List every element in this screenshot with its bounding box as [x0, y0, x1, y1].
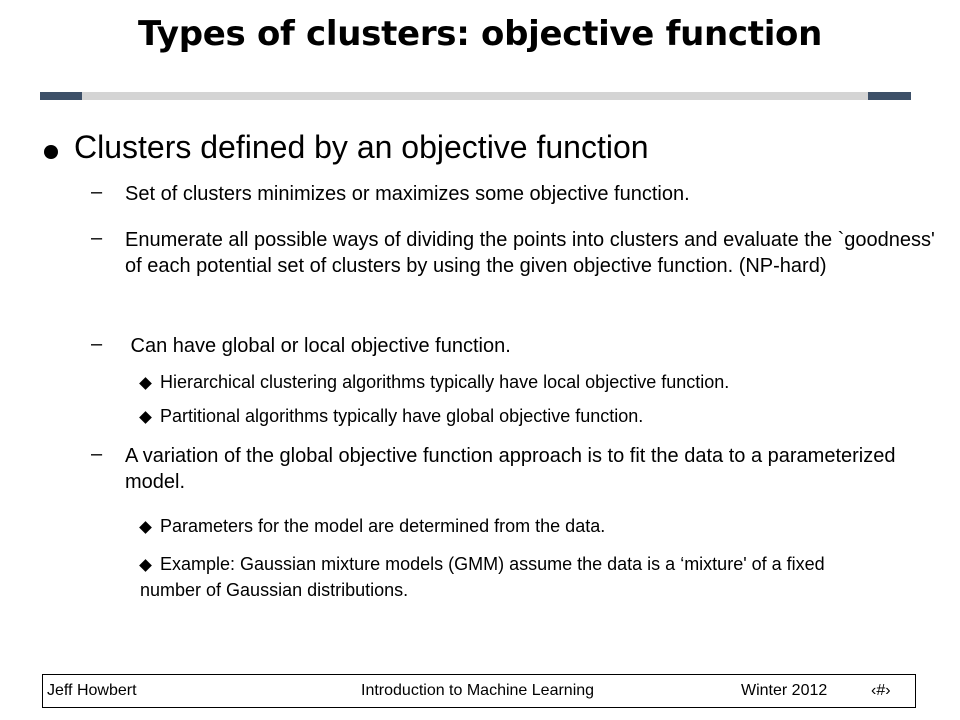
bullet-dot-icon: [44, 145, 58, 159]
footer-author: Jeff Howbert: [47, 682, 137, 699]
diamond-bullet-icon: [139, 411, 152, 424]
footer-page-number: ‹#›: [871, 682, 891, 699]
diamond-bullet-icon: [139, 377, 152, 390]
footer-term: Winter 2012: [741, 682, 828, 699]
slide-footer: Jeff Howbert Introduction to Machine Lea…: [42, 674, 916, 708]
dash-marker: –: [91, 443, 103, 465]
dash-marker: –: [91, 181, 103, 203]
dash-marker: –: [91, 227, 103, 249]
title-rule-left-cap: [40, 92, 82, 100]
sub-bullet-2: Enumerate all possible ways of dividing …: [125, 229, 935, 277]
main-bullet: Clusters defined by an objective functio…: [74, 129, 649, 165]
sub-sub-bullet-4: Example: Gaussian mixture models (GMM) a…: [140, 554, 825, 600]
sub-bullet-4: A variation of the global objective func…: [125, 445, 896, 493]
title-rule: [82, 92, 868, 100]
sub-sub-bullet-2: Partitional algorithms typically have gl…: [160, 406, 644, 426]
footer-course: Introduction to Machine Learning: [361, 682, 595, 699]
sub-bullet-3: Can have global or local objective funct…: [125, 335, 511, 357]
sub-sub-bullet-1: Hierarchical clustering algorithms typic…: [160, 372, 730, 392]
dash-marker: –: [91, 333, 103, 355]
diamond-bullet-icon: [139, 521, 152, 534]
slide-title: Types of clusters: objective function: [137, 14, 823, 54]
sub-bullet-1: Set of clusters minimizes or maximizes s…: [125, 183, 690, 205]
sub-sub-bullet-3: Parameters for the model are determined …: [160, 516, 606, 536]
title-rule-right-cap: [868, 92, 911, 100]
